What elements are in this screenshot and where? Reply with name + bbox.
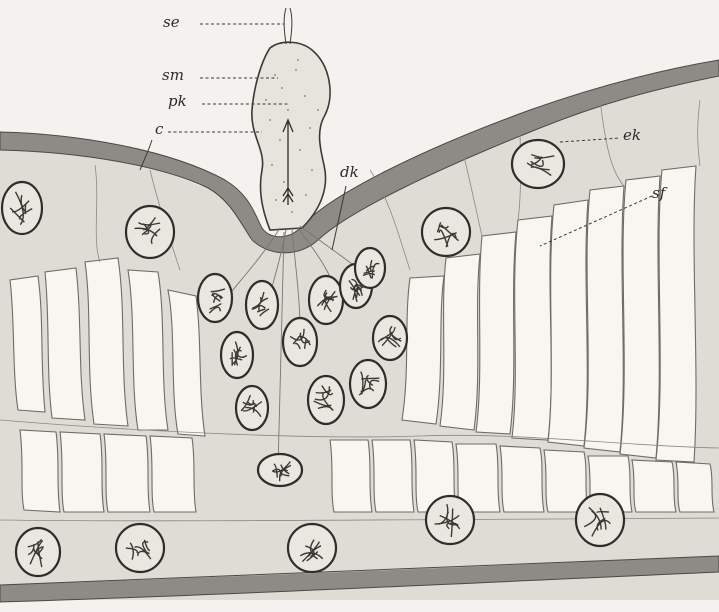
label-dk: dk [340, 165, 359, 180]
nucleus [16, 528, 60, 576]
nucleus [512, 140, 564, 188]
nucleus [576, 494, 624, 546]
nucleus [288, 524, 336, 572]
label-c: c [155, 122, 163, 137]
label-se: se [163, 15, 180, 30]
sensory-hair [284, 8, 292, 44]
label-ek: ek [623, 128, 641, 143]
nucleus [126, 206, 174, 258]
nucleus [308, 376, 344, 424]
nucleus [422, 208, 470, 256]
label-pk: pk [168, 94, 187, 109]
nucleus [350, 360, 386, 408]
sensory-bulb [252, 42, 330, 230]
label-sm: sm [162, 68, 184, 83]
nucleus [246, 281, 278, 329]
label-sf: sf [652, 186, 665, 201]
nucleus [283, 318, 317, 366]
